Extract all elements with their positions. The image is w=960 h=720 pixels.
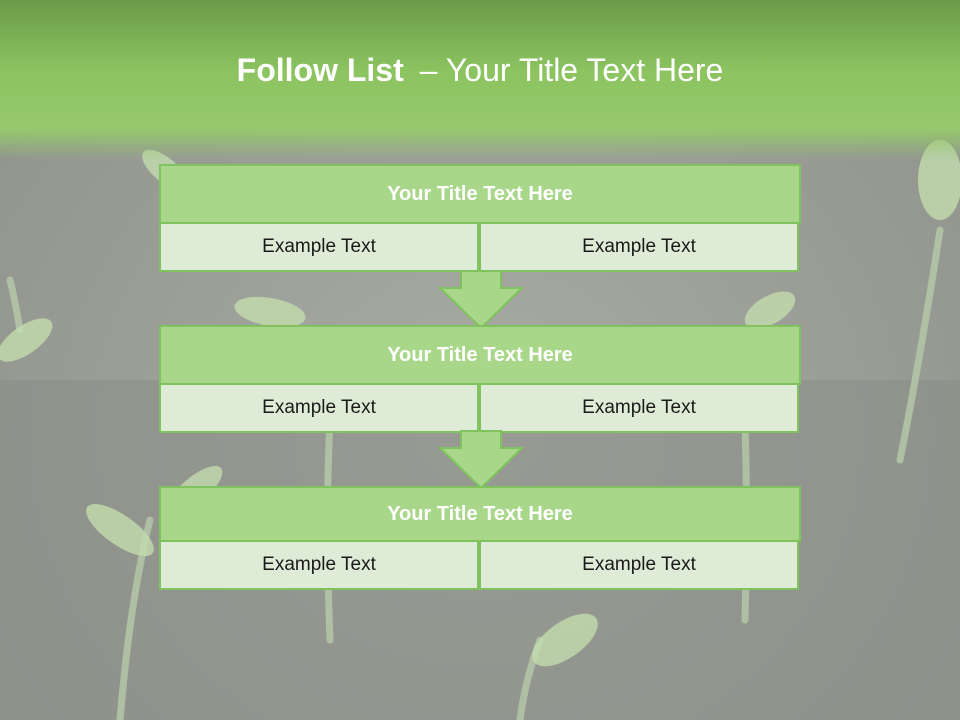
block-cell-right: Example Text [479, 222, 799, 272]
down-arrow-icon [438, 270, 524, 330]
header-band [0, 0, 960, 160]
slide-title-bold: Follow List [236, 52, 404, 88]
block-cell-left: Example Text [159, 383, 479, 433]
block-cell-right: Example Text [479, 383, 799, 433]
block-title: Your Title Text Here [159, 164, 801, 224]
slide-title: Follow List – Your Title Text Here [0, 52, 960, 89]
block-cell-left: Example Text [159, 222, 479, 272]
down-arrow-icon [438, 430, 524, 490]
block-cell-right: Example Text [479, 540, 799, 590]
block-title: Your Title Text Here [159, 325, 801, 385]
block-title: Your Title Text Here [159, 486, 801, 542]
block-cell-left: Example Text [159, 540, 479, 590]
slide-title-rest: – Your Title Text Here [419, 52, 724, 88]
